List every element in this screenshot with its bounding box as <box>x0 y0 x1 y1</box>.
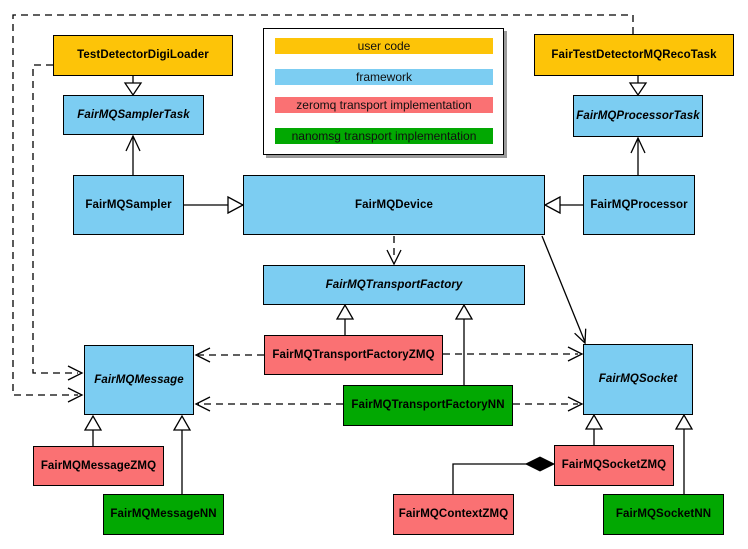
node-fairmqtransportfactoryzmq: FairMQTransportFactoryZMQ <box>264 335 443 375</box>
legend-item-framework: framework <box>275 69 493 85</box>
node-testdetectordigiloader: TestDetectorDigiLoader <box>53 35 233 76</box>
edge-messagenn-message <box>172 414 192 494</box>
edge-socketzmq-socket <box>584 413 604 445</box>
edge-factorynn-transportfactory <box>454 303 474 385</box>
edge-digiloader-message <box>32 64 84 381</box>
node-label: FairMQContextZMQ <box>398 508 509 521</box>
edge-sampler-device <box>184 195 245 215</box>
edge-recotask-processortask <box>628 76 648 97</box>
edge-messagezmq-message <box>83 414 103 446</box>
edge-factorynn-message <box>194 396 343 412</box>
node-fairmqsocketzmq: FairMQSocketZMQ <box>554 445 674 486</box>
edge-factoryzmq-message <box>194 347 264 363</box>
node-fairmqsampler: FairMQSampler <box>73 175 184 235</box>
node-fairmqtransportfactory: FairMQTransportFactory <box>263 265 525 305</box>
node-label: FairMQMessage <box>94 373 184 386</box>
edge-sampler-samplertask <box>125 134 141 175</box>
node-label: FairMQSamplerTask <box>77 108 190 121</box>
node-fairtestdetectormqrecotask: FairTestDetectorMQRecoTask <box>534 34 734 76</box>
node-fairmqsocket: FairMQSocket <box>583 344 693 415</box>
node-label: FairMQSocketNN <box>615 508 712 521</box>
node-label: FairMQProcessor <box>590 198 688 211</box>
node-fairmqprocessor: FairMQProcessor <box>583 175 695 235</box>
node-label: TestDetectorDigiLoader <box>77 49 209 62</box>
edge-socketnn-socket <box>674 413 694 494</box>
edge-factoryzmq-transportfactory <box>335 303 355 335</box>
legend-label: user code <box>357 39 411 53</box>
edge-factorynn-socket <box>513 396 584 412</box>
node-label: FairMQMessageZMQ <box>40 459 157 472</box>
node-label: FairMQTransportFactoryNN <box>351 399 505 412</box>
node-fairmqcontextzmq: FairMQContextZMQ <box>393 494 514 535</box>
edge-recotask-message <box>12 14 634 403</box>
node-fairmqsamplertask: FairMQSamplerTask <box>63 95 204 135</box>
node-label: FairMQMessageNN <box>110 508 217 521</box>
legend-label: zeromq transport implementation <box>296 98 472 112</box>
edge-device-transportfactory <box>386 236 402 266</box>
node-label: FairMQDevice <box>355 198 433 211</box>
node-fairmqmessage: FairMQMessage <box>84 345 194 415</box>
legend-item-user-code: user code <box>275 38 493 54</box>
legend-label: framework <box>355 70 412 84</box>
node-label: FairTestDetectorMQRecoTask <box>551 48 717 61</box>
node-fairmqprocessortask: FairMQProcessorTask <box>573 95 703 137</box>
edge-digiloader-samplertask <box>123 76 143 97</box>
node-label: FairMQProcessorTask <box>576 109 700 122</box>
legend-label: nanomsg transport implementation <box>291 129 477 143</box>
node-fairmqsocketnn: FairMQSocketNN <box>603 494 724 535</box>
node-fairmqmessagenn: FairMQMessageNN <box>103 494 224 535</box>
node-fairmqtransportfactorynn: FairMQTransportFactoryNN <box>343 385 513 426</box>
edge-processor-device <box>543 195 583 215</box>
node-fairmqmessagezmq: FairMQMessageZMQ <box>33 446 164 486</box>
edge-factoryzmq-socket <box>443 346 584 362</box>
legend-item-zeromq: zeromq transport implementation <box>275 97 493 113</box>
edge-device-socket <box>541 235 587 345</box>
node-label: FairMQTransportFactoryZMQ <box>272 348 435 361</box>
node-label: FairMQSampler <box>85 198 172 211</box>
node-label: FairMQSocketZMQ <box>561 459 667 472</box>
edge-processor-processortask <box>630 136 646 175</box>
edge-socketzmq-contextzmq-composition <box>452 456 556 494</box>
node-label: FairMQTransportFactory <box>325 278 463 291</box>
legend-item-nanomsg: nanomsg transport implementation <box>275 128 493 144</box>
node-label: FairMQSocket <box>598 373 678 386</box>
node-fairmqdevice: FairMQDevice <box>243 175 545 235</box>
legend: user code framework zeromq transport imp… <box>263 28 504 155</box>
